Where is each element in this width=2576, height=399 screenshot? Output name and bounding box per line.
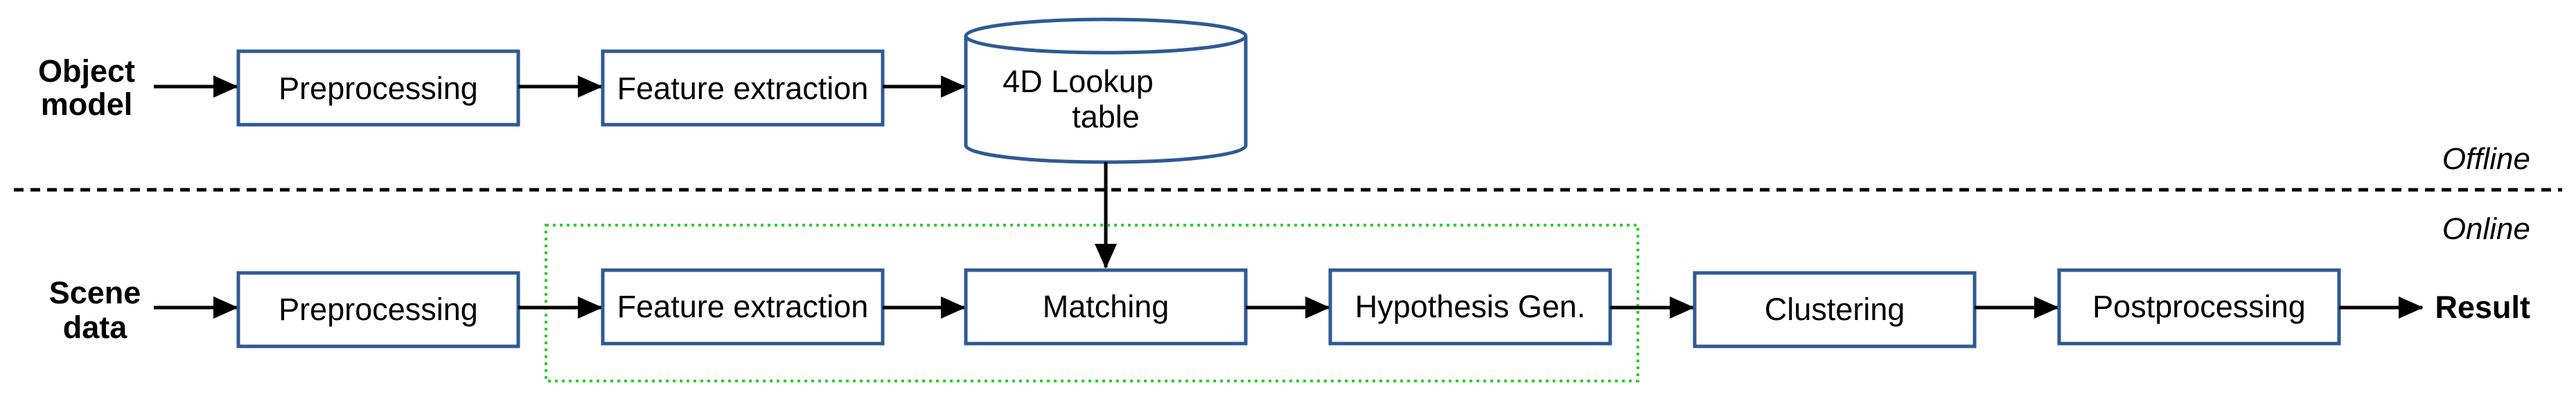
offline-feature-extraction-box: Feature extraction (601, 49, 885, 127)
online-preprocessing-box: Preprocessing (236, 271, 520, 348)
clustering-label: Clustering (1765, 292, 1905, 327)
hypothesis-label: Hypothesis Gen. (1355, 289, 1586, 324)
result-label: Result (2435, 290, 2530, 325)
online-preprocessing-label: Preprocessing (279, 292, 478, 327)
offline-preprocessing-label: Preprocessing (279, 71, 478, 106)
postprocessing-box: Postprocessing (2057, 268, 2341, 346)
offline-phase-label: Offline (2442, 142, 2530, 176)
postprocessing-label: Postprocessing (2092, 289, 2306, 324)
scene-data-label-line1: Scene (49, 275, 141, 310)
scene-data-label-line2: data (63, 310, 128, 345)
hypothesis-box: Hypothesis Gen. (1328, 268, 1612, 346)
offline-preprocessing-box: Preprocessing (236, 49, 520, 127)
object-model-label-line1: Object (38, 53, 135, 89)
online-feature-extraction-box: Feature extraction (601, 268, 885, 346)
online-feature-extraction-label: Feature extraction (617, 289, 869, 324)
matching-label: Matching (1043, 289, 1170, 324)
matching-box: Matching (964, 268, 1248, 346)
lookup-table-label-line1: 4D Lookup (1003, 64, 1154, 99)
offline-feature-extraction-label: Feature extraction (617, 71, 869, 106)
clustering-box: Clustering (1693, 271, 1977, 348)
online-phase-label: Online (2442, 212, 2530, 246)
lookup-table-cylinder: 4D Lookup table (964, 17, 1248, 164)
object-model-label-line2: model (41, 87, 133, 122)
lookup-table-label-line2: table (1072, 99, 1140, 134)
